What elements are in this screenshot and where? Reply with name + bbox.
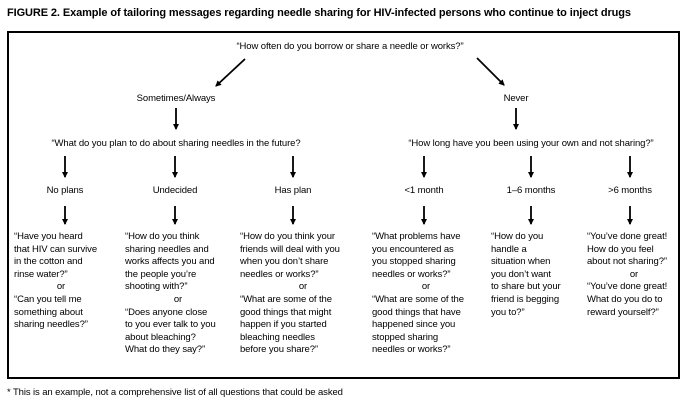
- or-separator: or: [629, 268, 639, 280]
- option-label-no-plans: No plans: [46, 185, 84, 196]
- or-separator: or: [298, 281, 308, 293]
- message-text: “You’ve done great! What do you do to re…: [587, 281, 668, 318]
- message-text: “Can you tell me something about sharing…: [14, 293, 88, 331]
- messages-gt6-months: “You’ve done great! How do you feel abou…: [587, 231, 681, 319]
- or-separator: or: [421, 281, 431, 293]
- option-label-gt6-months: >6 months: [608, 185, 652, 196]
- question-how-long-not-sharing: “How long have you been using your own a…: [408, 138, 654, 149]
- branch-label-never: Never: [503, 93, 529, 104]
- message-text: “How do you think your friends will deal…: [240, 231, 340, 280]
- messages-has-plan: “How do you think your friends will deal…: [240, 231, 366, 357]
- message-text: “Does anyone close to you ever talk to y…: [125, 306, 216, 356]
- figure-footnote: * This is an example, not a comprehensiv…: [7, 387, 343, 398]
- or-separator: or: [173, 293, 183, 305]
- figure-title: FIGURE 2. Example of tailoring messages …: [7, 7, 631, 19]
- option-label-lt1-month: <1 month: [404, 185, 444, 196]
- message-text: “What problems have you encountered as y…: [372, 231, 461, 280]
- flowchart-border-box: [7, 31, 680, 379]
- messages-undecided: “How do you think sharing needles and wo…: [125, 231, 231, 357]
- arrow-root-to-sometimes: [215, 58, 246, 87]
- message-text: “Have you heard that HIV can survive in …: [14, 231, 98, 280]
- messages-no-plans: “Have you heard that HIV can survive in …: [14, 231, 108, 332]
- question-sharing-plan: “What do you plan to do about sharing ne…: [51, 138, 301, 149]
- option-label-1-6-months: 1–6 months: [506, 185, 556, 196]
- or-separator: or: [56, 281, 66, 293]
- option-label-has-plan: Has plan: [274, 185, 312, 196]
- message-text: “How do you think sharing needles and wo…: [125, 231, 215, 293]
- branch-label-sometimes-always: Sometimes/Always: [136, 93, 216, 104]
- message-text: “You’ve done great! How do you feel abou…: [587, 231, 668, 268]
- messages-1-6-months: “How do you handle a situation when you …: [491, 231, 577, 319]
- message-text: “How do you handle a situation when you …: [491, 231, 561, 318]
- arrow-root-to-never: [476, 57, 505, 86]
- message-text: “What are some of the good things that m…: [240, 293, 332, 356]
- messages-lt1-month: “What problems have you encountered as y…: [372, 231, 480, 357]
- option-label-undecided: Undecided: [152, 185, 198, 196]
- message-text: “What are some of the good things that h…: [372, 293, 464, 356]
- root-question: “How often do you borrow or share a need…: [236, 41, 464, 52]
